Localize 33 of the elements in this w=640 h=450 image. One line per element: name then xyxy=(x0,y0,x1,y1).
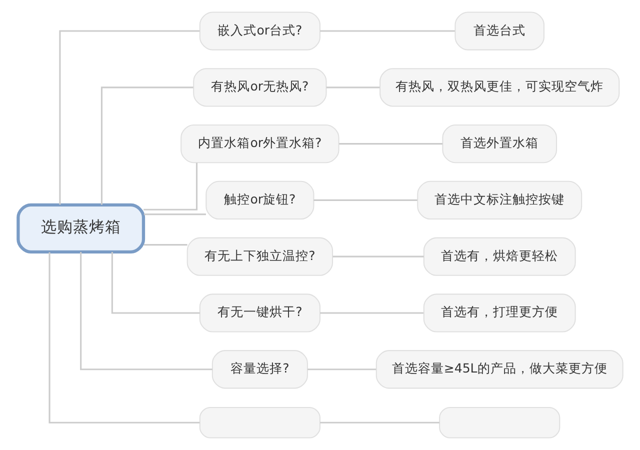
node-box: 有热风，双热风更佳，可实现空气炸 xyxy=(379,68,620,107)
node-box: 首选外置水箱 xyxy=(442,124,557,164)
node-box: 选购蒸烤箱 xyxy=(16,203,145,254)
connector xyxy=(143,162,198,210)
node-box: 首选有，烘焙更轻松 xyxy=(422,237,576,276)
node-box: 容量选择? xyxy=(211,350,308,389)
node-box: 有无一键烘干? xyxy=(198,294,320,332)
connector xyxy=(320,312,423,314)
node-box: 有无上下独立温控? xyxy=(186,237,333,276)
node-box: 嵌入式or台式? xyxy=(198,12,320,50)
connector xyxy=(100,86,193,205)
node-box: 有热风or无热风? xyxy=(192,68,326,107)
connector xyxy=(332,256,424,258)
connector xyxy=(320,30,454,32)
connector xyxy=(110,252,200,314)
connector xyxy=(338,143,442,145)
node-box: 首选中文标注触控按键 xyxy=(416,180,582,220)
connector xyxy=(58,30,200,205)
node-box xyxy=(438,406,560,438)
node-box: 触控or旋钮? xyxy=(205,180,314,220)
connector xyxy=(307,368,376,370)
connector xyxy=(320,422,439,424)
node-box: 首选容量≥45L的产品，做大菜更方便 xyxy=(375,350,623,389)
node-box xyxy=(198,406,320,438)
node-box: 内置水箱or外置水箱? xyxy=(180,124,339,164)
connector xyxy=(143,214,206,216)
connector xyxy=(48,252,200,424)
node-box: 首选有，打理更方便 xyxy=(422,294,576,332)
node-box: 首选台式 xyxy=(454,12,544,50)
connector xyxy=(80,252,212,370)
connector xyxy=(326,86,380,88)
connector xyxy=(143,244,187,246)
connector xyxy=(313,199,417,201)
